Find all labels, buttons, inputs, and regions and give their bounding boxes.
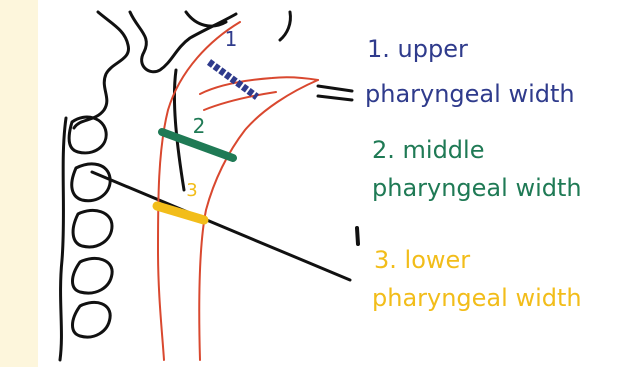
soft-palate-outline-2	[204, 92, 276, 110]
spinal-outline	[60, 118, 66, 360]
soft-palate-outline	[200, 77, 318, 94]
airway-anterior-wall	[199, 80, 318, 360]
upper-leader-ticks	[318, 86, 352, 100]
cervical-vertebra-4	[73, 258, 113, 293]
cervical-vertebra-5	[73, 302, 111, 337]
lower-label-line-2: pharyngeal width	[372, 284, 582, 312]
upper-bone-outline-2	[130, 12, 236, 72]
cervical-vertebra-3	[73, 210, 112, 246]
lower-label: 3. lower pharyngeal width	[372, 246, 582, 312]
middle-label-line-2: pharyngeal width	[372, 174, 582, 202]
airway-outline	[158, 22, 318, 360]
cervical-vertebra-1	[69, 117, 106, 153]
middle-marker: 2	[193, 114, 206, 138]
upper-leader-tick-1	[318, 86, 352, 91]
upper-bone-outline	[74, 12, 129, 128]
mandible-line	[92, 172, 350, 280]
bone-outlines	[60, 12, 350, 360]
upper-label-line-2: pharyngeal width	[365, 80, 575, 108]
cervical-vertebra-2	[72, 164, 110, 201]
hyoid-mark	[280, 12, 290, 40]
lower-label-line-1: 3. lower	[374, 246, 470, 274]
skull-base-line	[186, 12, 226, 26]
middle-label-line-1: 2. middle	[372, 136, 484, 164]
lower-leader-tick	[357, 228, 358, 244]
upper-label-line-1: 1. upper	[367, 35, 468, 63]
upper-marker: 1	[225, 27, 238, 51]
upper-label: 1. upper pharyngeal width	[365, 35, 575, 108]
middle-label: 2. middle pharyngeal width	[372, 136, 582, 202]
upper-leader-tick-2	[318, 96, 352, 100]
margin-strip	[0, 0, 38, 367]
lower-marker: 3	[186, 180, 197, 201]
